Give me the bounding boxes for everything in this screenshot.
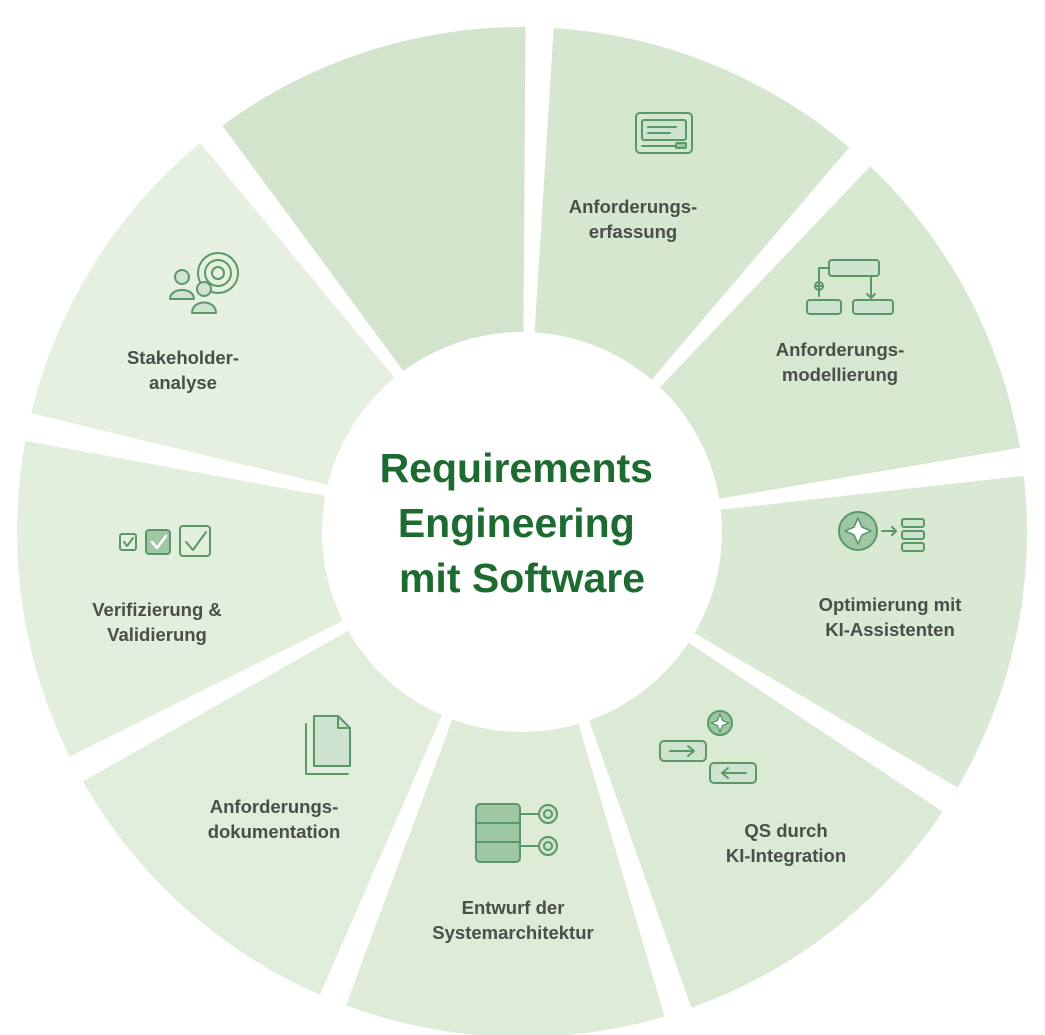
segment-label-line: Systemarchitektur [432,922,593,943]
segment-shape-entwurf [82,624,447,995]
segment-shape-systemkontext [533,27,850,389]
segment-shape-verifizierung [31,142,403,488]
segment-verifizierung: Verifizierung & Validierung [31,142,403,645]
stakeholder-target-icon [169,252,239,314]
segment-label-line: Anforderungs- [776,339,904,360]
segment-shape-optimierung [585,636,943,1008]
form-screen-icon [635,112,693,154]
model-flow-icon [806,259,894,315]
segment-dokumentation: Anforderungs-dokumentation [17,440,354,842]
segment-label-line: KI-Integration [726,845,846,866]
segment-label-verifizierung: Verifizierung & Validierung [92,599,222,645]
segment-label-line: dokumentation [208,821,341,842]
center-title-line-2: Engineering [398,500,635,546]
segment-label-dokumentation: Anforderungs-dokumentation [208,796,341,842]
segment-shape-qs [345,708,665,1035]
segment-label-line: Entwurf der [462,897,565,918]
segment-label-line: analyse [149,372,217,393]
database-architecture-icon [475,803,558,863]
center-title-line-1: Requirements [380,445,653,491]
segment-shape-stakeholder [222,27,526,381]
segment-label-line: modellierung [782,364,898,385]
segment-label-line: Stakeholder- [127,347,239,368]
segment-shape-dokumentation [17,440,354,757]
segment-label-line: Verifizierung & [92,599,222,620]
checkboxes-icon [119,525,211,557]
ai-sparkle-list-icon [838,511,925,552]
segment-label-line: Optimierung mit [819,594,962,615]
ai-exchange-arrows-icon [659,710,757,784]
segment-label-line: Anforderungs- [210,796,338,817]
segment-label-anforderungserfassung: Anforderungs-erfassung [569,196,697,242]
segment-stakeholder: Stakeholder-analyse [127,27,526,393]
segment-label-anforderungsmodellierung: Anforderungs-modellierung [776,339,904,385]
segment-anforderungsmodellierung: Anforderungs-modellierung [684,259,1027,788]
segment-shape-anforderungserfassung [651,166,1020,501]
center-circle [322,332,722,732]
segment-label-line: Anforderungs- [569,196,697,217]
segment-label-line: Validierung [107,624,207,645]
segment-label-line: QS durch [744,820,827,841]
segment-label-line: erfassung [589,221,677,242]
segment-shape-anforderungsmodellierung [684,475,1027,788]
segment-label-stakeholder: Stakeholder-analyse [127,347,239,393]
segment-anforderungserfassung: Anforderungs-erfassung [569,112,1020,501]
center-title: Requirements Engineering mit Software [380,445,665,601]
center-title-line-3: mit Software [399,555,645,601]
documents-icon [305,715,351,775]
segment-label-line: KI-Assistenten [825,619,955,640]
